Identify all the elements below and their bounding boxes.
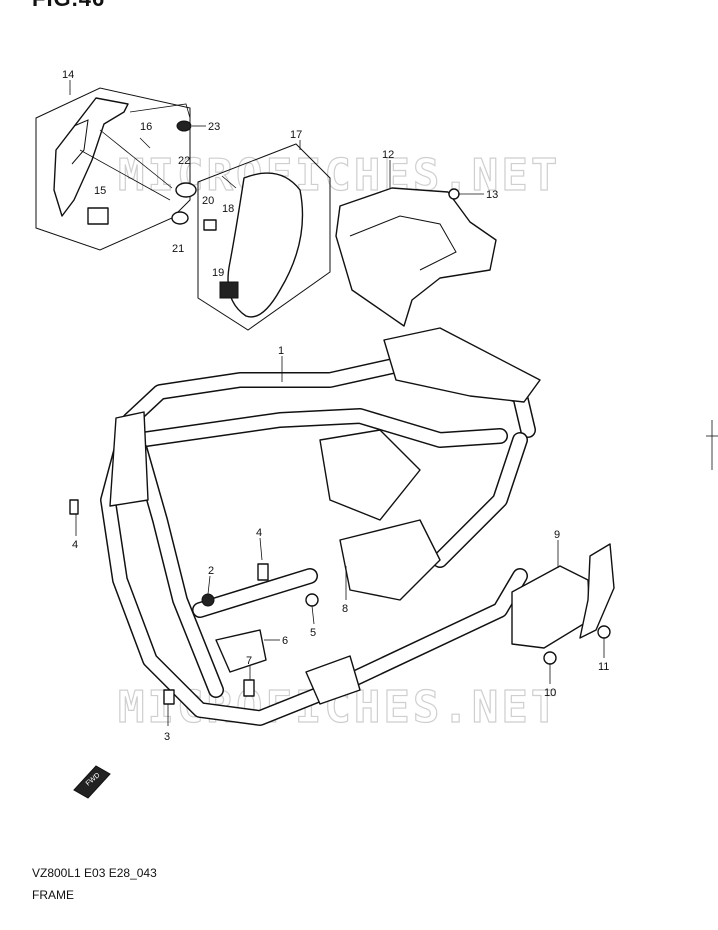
pad-20 [203, 219, 217, 231]
footer-model-code: VZ800L1 E03 E28_043 [32, 866, 157, 880]
callout-14: 14 [62, 69, 74, 81]
fasteners [69, 499, 611, 705]
rear-crossmember [383, 327, 541, 403]
nut-2 [201, 593, 215, 607]
callout-17: 17 [290, 129, 302, 141]
callout-1: 1 [278, 345, 284, 357]
holder-9-arm [579, 543, 615, 639]
callout-12: 12 [382, 149, 394, 161]
cushion-23 [176, 120, 192, 132]
bolt-11 [597, 625, 611, 639]
callout-16: 16 [140, 121, 152, 133]
leader-4b [259, 537, 263, 561]
grommet-15 [87, 207, 109, 225]
figure-title: FIG.46 [32, 0, 105, 12]
strip-18 [221, 175, 237, 189]
callout-19: 19 [212, 267, 224, 279]
bolt-13 [448, 188, 460, 200]
cushion-19 [219, 281, 239, 299]
callout-5: 5 [310, 627, 316, 639]
bolt-3 [163, 689, 175, 705]
bolt-10 [543, 651, 557, 665]
frame-body-1 [100, 327, 541, 726]
leader-cover-2 [99, 129, 173, 189]
callout-8: 8 [342, 603, 348, 615]
callout-4a: 4 [72, 539, 78, 551]
bracket-6 [215, 629, 267, 673]
leader-5 [311, 605, 315, 625]
engine-mount-8 [339, 519, 441, 601]
cushion-21 [171, 211, 189, 225]
callout-13: 13 [486, 189, 498, 201]
battery-case-12 [335, 187, 497, 327]
callout-leaders [69, 80, 605, 726]
cross-tube-in [193, 569, 317, 617]
nut-5 [305, 593, 319, 607]
callout-22: 22 [178, 155, 190, 167]
leader-2 [207, 575, 211, 595]
callout-15: 15 [94, 185, 106, 197]
callout-20: 20 [202, 195, 214, 207]
group-box-17 [197, 143, 331, 331]
battery-case-detail [349, 215, 457, 271]
pin-16 [139, 137, 151, 149]
bolt-4-left [69, 499, 79, 515]
down-tube-left-in [101, 433, 527, 725]
callout-18: 18 [222, 203, 234, 215]
battery-holder-9 [511, 543, 615, 649]
callout-3: 3 [164, 731, 170, 743]
callout-23: 23 [208, 121, 220, 133]
center-gusset [319, 429, 421, 521]
callout-21: 21 [172, 243, 184, 255]
callout-4b: 4 [256, 527, 262, 539]
fwd-arrow: FWD [73, 765, 111, 799]
fwd-arrow-shape [73, 765, 111, 799]
callout-2: 2 [208, 565, 214, 577]
callout-10: 10 [544, 687, 556, 699]
pad-assembly-group [197, 143, 331, 331]
rear-tube-in [433, 433, 527, 567]
cover-assembly-group [35, 87, 197, 251]
bushing-22 [175, 182, 197, 198]
cover-detail [71, 119, 89, 165]
group-box-14 [35, 87, 191, 251]
bolt-4-center [257, 563, 269, 581]
clamp-bracket [305, 655, 361, 705]
down-tube-right-in [133, 443, 223, 697]
leader-cover [79, 149, 171, 201]
callout-7: 7 [246, 655, 252, 667]
leader-23-link [129, 103, 191, 119]
battery-case-body [335, 187, 497, 327]
callout-6: 6 [282, 635, 288, 647]
callout-labels: 14 16 23 22 15 21 17 20 18 19 12 13 1 4 … [62, 69, 609, 743]
callout-11: 11 [598, 661, 609, 673]
bolt-7 [243, 679, 255, 697]
footer-section-name: FRAME [32, 888, 74, 902]
callout-9: 9 [554, 529, 560, 541]
frame-cover-14 [53, 97, 129, 217]
steering-head [109, 411, 149, 507]
pad-17 [227, 172, 304, 318]
top-tube-b-in [133, 409, 507, 447]
